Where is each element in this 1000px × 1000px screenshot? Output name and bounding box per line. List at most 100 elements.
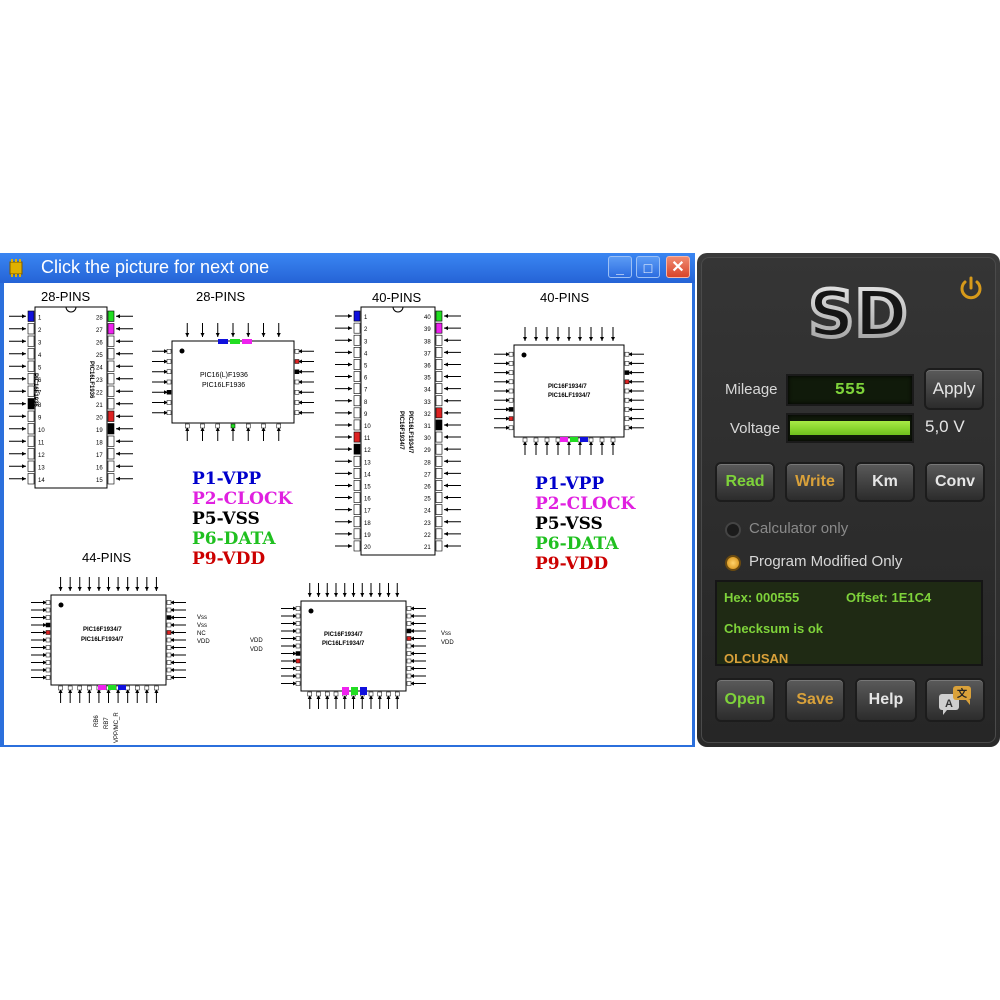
- legend-vdd: P9-VDD: [192, 549, 266, 569]
- window-title: Click the picture for next one: [41, 257, 270, 277]
- qfn28-lead-head: [246, 427, 251, 431]
- write-button[interactable]: Write: [785, 462, 845, 502]
- dip28-pin-number: 16: [96, 465, 103, 471]
- qfn44-pin: [295, 606, 301, 611]
- dip28-pin: [107, 435, 115, 447]
- apply-button[interactable]: Apply: [924, 368, 984, 410]
- qfn40-data-pad: [570, 437, 578, 442]
- dip40-pin: [435, 480, 443, 491]
- conv-button[interactable]: Conv: [925, 462, 985, 502]
- dip40-lead-head: [348, 495, 352, 500]
- calculator-only-label[interactable]: Calculator only: [749, 520, 849, 537]
- dip40-lead-head: [444, 326, 448, 331]
- tqfp44-lead-head: [43, 645, 47, 650]
- dip28-pin: [27, 460, 35, 472]
- qfn40-lead-head: [611, 337, 615, 341]
- maximize-button[interactable]: □: [636, 256, 660, 278]
- window-titlebar[interactable]: Click the picture for next one _ □ ✕: [0, 253, 695, 283]
- qfn28-vpp-pad: [218, 339, 228, 344]
- qfn44-lead-head: [377, 593, 382, 597]
- qfn40-lead-head: [506, 379, 510, 384]
- qfn40-pin: [508, 416, 514, 421]
- qfn28-lead-head: [164, 369, 168, 374]
- dip28-lead-head: [116, 401, 120, 406]
- dip28-pin-number: 21: [96, 403, 103, 409]
- qfn44-lead-head: [410, 681, 414, 686]
- km-button[interactable]: Km: [855, 462, 915, 502]
- program-modified-radio[interactable]: [725, 555, 741, 571]
- dip40-lead-head: [348, 362, 352, 367]
- qfn44-lead-head: [386, 593, 391, 597]
- qfn28-lead-head: [231, 333, 235, 337]
- qfn44-lead-head: [410, 636, 414, 641]
- qfn40-lead-head: [534, 441, 538, 445]
- qfn28-lead-head: [200, 427, 205, 431]
- dip28-pin-number: 11: [38, 440, 45, 446]
- tqfp44-label-2: PIC16LF1934/7: [81, 637, 124, 643]
- qfn40-pin: [624, 370, 630, 375]
- dip40-pin-number: 11: [364, 436, 371, 442]
- dip28-lead-head: [116, 376, 120, 381]
- save-button[interactable]: Save: [785, 678, 845, 722]
- dip40-pin: [435, 334, 443, 346]
- qfn40-pin: [508, 361, 514, 366]
- qfn28-lead-head: [261, 427, 266, 431]
- power-icon[interactable]: [957, 274, 985, 302]
- qfn44-lead-head: [410, 666, 414, 671]
- qfn28-lead-head: [164, 349, 168, 354]
- calculator-only-radio[interactable]: [725, 522, 741, 538]
- help-button[interactable]: Help: [855, 678, 917, 722]
- dip40-pin: [435, 455, 443, 467]
- program-modified-label[interactable]: Program Modified Only: [749, 553, 903, 570]
- dip28-lead-head: [116, 476, 120, 481]
- pinout-window: Click the picture for next one _ □ ✕ 28-…: [0, 253, 695, 747]
- dip40-pin: [353, 395, 361, 407]
- dip40-lead-head: [348, 531, 352, 536]
- qfn28-lead-head: [164, 359, 168, 364]
- dip40-lead-head: [444, 447, 448, 452]
- open-button[interactable]: Open: [715, 678, 775, 722]
- tqfp44-lead-head: [43, 653, 47, 657]
- dip40-pin-number: 12: [364, 448, 371, 454]
- qfn44-lead-head: [410, 651, 414, 656]
- mileage-field[interactable]: 555: [786, 374, 914, 406]
- qfn44-lead-head: [316, 593, 321, 597]
- dip40-pin-number: 14: [364, 472, 371, 478]
- dip28-pin: [107, 323, 115, 335]
- dip28-lead-head: [116, 351, 120, 356]
- qfn44-lead-head: [351, 593, 356, 597]
- title-28-qfn: 28-PINS: [196, 289, 246, 304]
- tqfp44-lead-head: [116, 587, 121, 591]
- dip28-lead-head: [22, 314, 26, 319]
- legend-data: P6-DATA: [192, 529, 276, 549]
- dip28-pin: [107, 310, 115, 322]
- dip40-pin-number: 15: [364, 484, 371, 490]
- qfn44-pin: [395, 691, 400, 697]
- qfn40-lead-head: [589, 337, 593, 341]
- tqfp44-vpp-pad: [118, 685, 126, 690]
- qfn40-lead-head: [628, 361, 632, 366]
- qfn40-lead-head: [589, 441, 593, 445]
- qfn44-lead-head: [410, 659, 414, 663]
- tqfp44-lead-head: [43, 660, 47, 665]
- qfn44-lead-head: [395, 593, 400, 597]
- qfn28-pin: [166, 369, 172, 374]
- close-button[interactable]: ✕: [666, 256, 690, 278]
- tqfp44-lead-head: [43, 668, 47, 672]
- qfn44-lead-head: [316, 695, 321, 699]
- tqfp44-lead-head: [125, 689, 130, 693]
- language-button[interactable]: A 文: [925, 678, 985, 722]
- dip40-pin-number: 32: [424, 412, 431, 418]
- dip40-pin: [353, 347, 361, 358]
- qfn40-lead-head: [506, 370, 510, 375]
- minimize-button[interactable]: _: [608, 256, 632, 278]
- read-button[interactable]: Read: [715, 462, 775, 502]
- dip40-label-2: PIC16LF1934/7: [407, 411, 413, 454]
- qfn44-pin: [295, 658, 301, 664]
- label-vdd-qfn44: VDD: [441, 640, 454, 646]
- dip28-lead-head: [116, 326, 120, 331]
- dip40-pin-number: 20: [364, 545, 371, 551]
- dip28-pin: [27, 423, 35, 435]
- pinout-picture[interactable]: 28-PINS 28-PINS 40-PINS 40-PINS 44-PINS …: [4, 283, 692, 745]
